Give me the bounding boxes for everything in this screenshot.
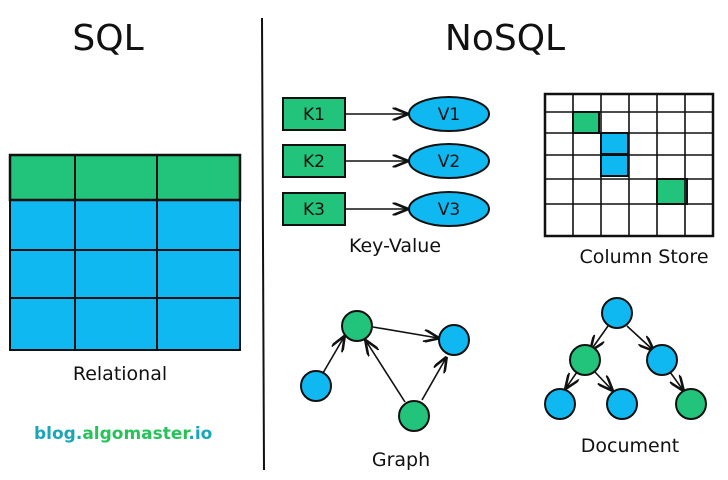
value-label: V1 xyxy=(438,105,460,125)
tree-edge xyxy=(566,371,577,388)
tree-edge xyxy=(591,325,609,350)
graph-edge xyxy=(421,358,446,401)
key-label: K3 xyxy=(303,200,325,220)
brand-part-io: .io xyxy=(188,424,212,444)
divider-line xyxy=(261,17,265,471)
key-box xyxy=(282,97,346,131)
column-store-cell-green xyxy=(572,111,600,134)
kv-pair: K3 V3 xyxy=(282,191,490,227)
value-ellipse xyxy=(408,96,490,132)
graph-node-green xyxy=(341,310,373,342)
column-store-cell-green xyxy=(656,178,688,205)
document-node-blue xyxy=(646,344,678,376)
brand-part-blog: blog. xyxy=(34,424,82,444)
kv-pair: K1 V1 xyxy=(282,96,490,132)
column-store-cell-blue xyxy=(600,154,629,177)
key-label: K2 xyxy=(303,152,325,172)
document-node-blue xyxy=(601,297,633,329)
column-store-grid xyxy=(543,92,715,238)
graph-node-green xyxy=(398,400,430,432)
tree-edge xyxy=(669,371,683,390)
relational-table xyxy=(8,153,242,351)
document-caption: Document xyxy=(581,435,679,457)
relational-caption: Relational xyxy=(73,363,167,385)
sql-title: SQL xyxy=(72,18,143,59)
graph-edge xyxy=(372,326,438,338)
graph-edge xyxy=(322,337,344,374)
document-tree xyxy=(544,297,707,420)
graph-edge xyxy=(366,341,406,403)
key-box xyxy=(282,192,346,226)
tree-edge xyxy=(593,370,612,390)
value-ellipse xyxy=(408,143,490,179)
column-store-caption: Column Store xyxy=(579,246,708,268)
key-label: K1 xyxy=(303,105,325,125)
key-value-diagram: K1 V1 K2 V2 K3 V3 xyxy=(282,96,490,227)
key-value-caption: Key-Value xyxy=(349,235,441,257)
column-store-cell-blue xyxy=(600,132,629,155)
nosql-title: NoSQL xyxy=(445,18,565,59)
relational-table-header xyxy=(8,153,242,202)
document-node-green xyxy=(569,344,601,376)
graph-caption: Graph xyxy=(372,449,430,471)
document-node-blue xyxy=(606,388,638,420)
brand-part-algomaster: algomaster xyxy=(82,424,191,444)
value-label: V3 xyxy=(438,200,460,220)
graph-diagram xyxy=(300,310,470,432)
graph-node-blue xyxy=(300,370,332,402)
kv-pair: K2 V2 xyxy=(282,143,490,179)
value-ellipse xyxy=(408,191,490,227)
document-node-blue xyxy=(544,388,576,420)
document-node-green xyxy=(675,388,707,420)
tree-edge xyxy=(626,325,653,350)
brand-text: blog.algomaster.io xyxy=(34,424,212,444)
graph-node-blue xyxy=(438,324,470,356)
value-label: V2 xyxy=(438,152,460,172)
